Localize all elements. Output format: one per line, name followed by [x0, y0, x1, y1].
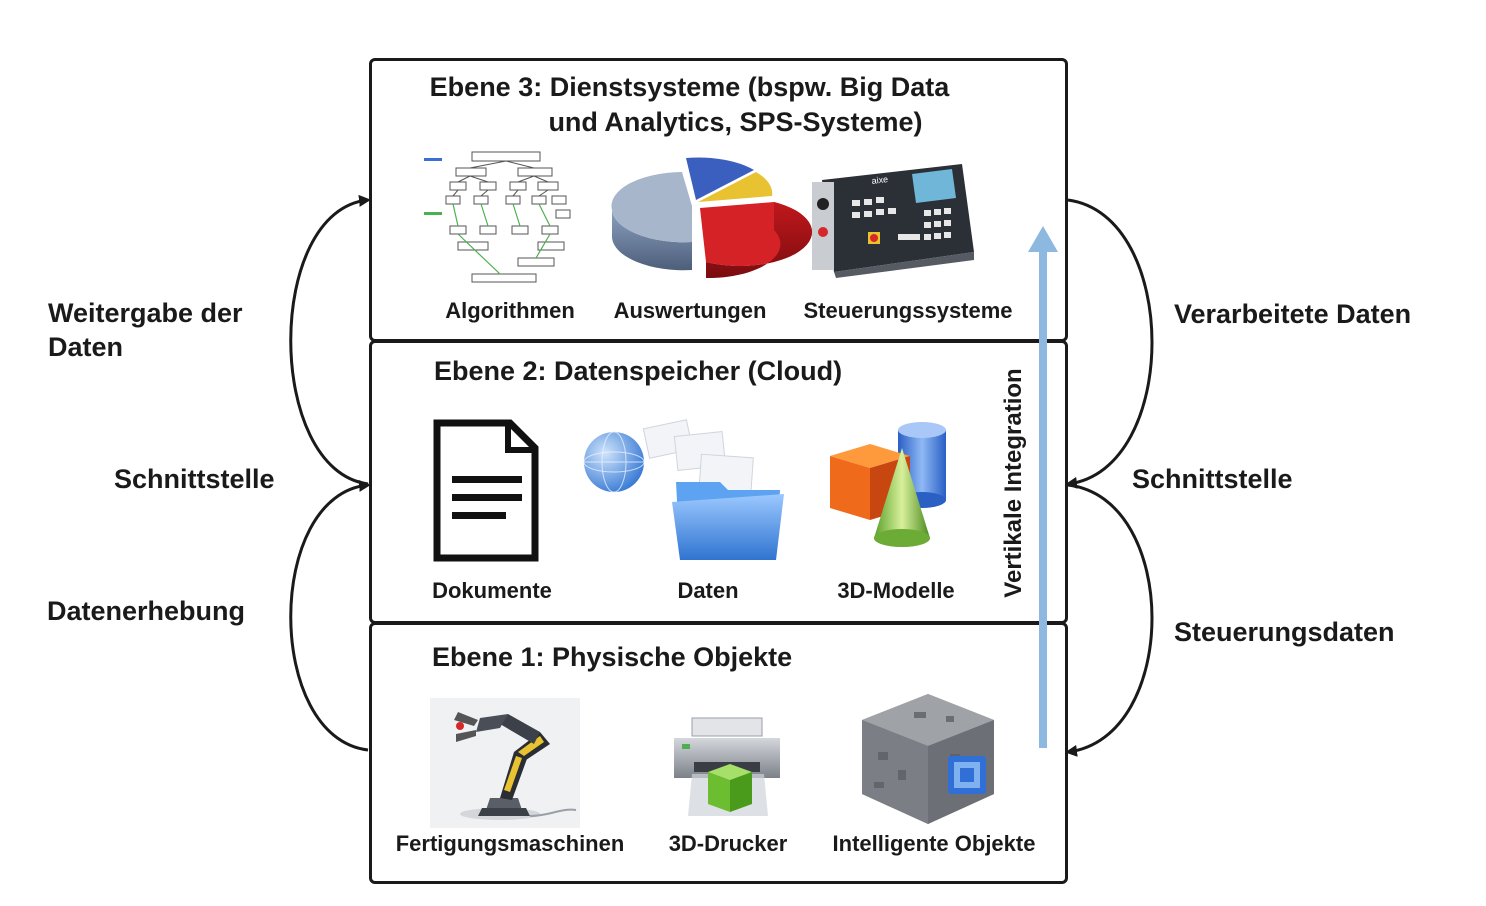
right-bottom-label: Steuerungsdaten — [1174, 617, 1395, 647]
item-label-3d-drucker: 3D-Drucker — [668, 831, 788, 856]
robot-arm-icon — [430, 698, 580, 828]
pie-chart-icon — [611, 157, 813, 279]
item-label-steuerungssysteme: Steuerungssysteme — [803, 298, 1013, 323]
item-label-intelligente-objekte: Intelligente Objekte — [832, 831, 1036, 856]
item-label-dokumente: Dokumente — [432, 578, 552, 603]
document-icon — [433, 419, 539, 562]
folder-globe-icon — [583, 419, 784, 560]
vertical-integration-arrow — [1028, 226, 1058, 748]
3d-printer-icon — [674, 717, 780, 816]
left-upper-arrow — [289, 194, 371, 486]
smart-object-icon — [862, 694, 994, 824]
control-panel-icon: aixe — [812, 164, 974, 278]
layer-2-title: Ebene 2: Datenspeicher (Cloud) — [434, 356, 843, 386]
right-lower-arrow — [1065, 483, 1154, 757]
item-label-auswertungen: Auswertungen — [613, 298, 767, 323]
algorithm-tree-icon — [424, 151, 571, 283]
left-interface-label: Schnittstelle — [114, 464, 275, 494]
left-lower-arrow — [289, 479, 371, 752]
left-top-label: Weitergabe der Daten — [48, 298, 243, 362]
right-upper-arrow — [1065, 198, 1154, 489]
right-interface-label: Schnittstelle — [1132, 464, 1293, 494]
vertical-integration-label: Vertikale Integration — [1000, 368, 1027, 598]
item-label-3d-modelle: 3D-Modelle — [837, 578, 955, 603]
layer-3-title: Ebene 3: Dienstsysteme (bspw. Big Data u… — [429, 72, 950, 137]
left-bottom-label: Datenerhebung — [47, 596, 246, 626]
item-label-fertigungsmaschinen: Fertigungsmaschinen — [395, 831, 625, 856]
right-top-label: Verarbeitete Daten — [1174, 299, 1412, 329]
layer-1-title: Ebene 1: Physische Objekte — [432, 642, 793, 672]
3d-shapes-icon — [830, 422, 946, 547]
item-label-algorithmen: Algorithmen — [445, 298, 575, 323]
svg-text:aixe: aixe — [871, 174, 889, 186]
item-label-daten: Daten — [677, 578, 739, 603]
